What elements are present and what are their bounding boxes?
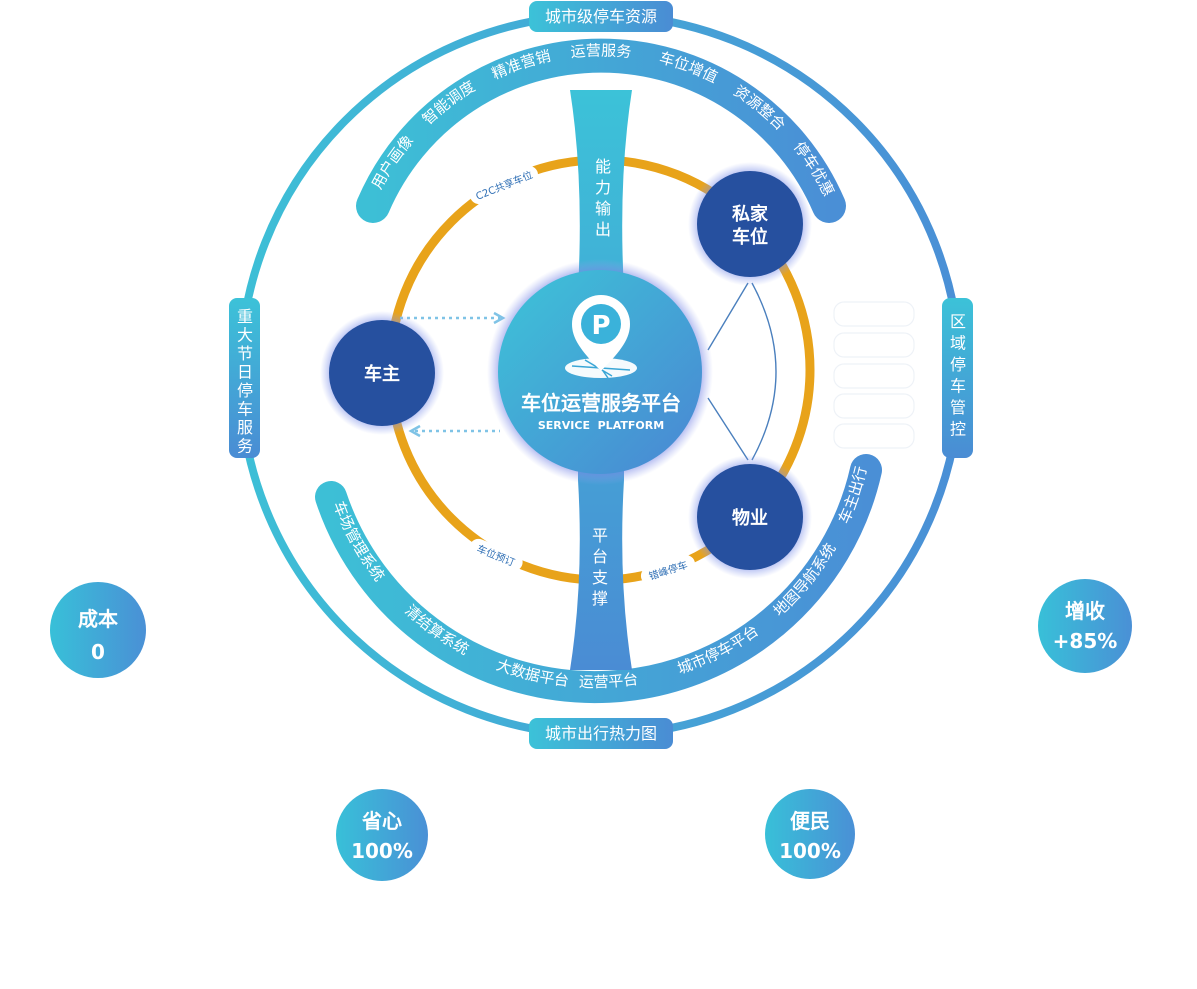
center-title: 车位运营服务平台 — [521, 391, 681, 415]
badge-left-char: 务 — [237, 437, 253, 456]
metric-revenue-value: +85% — [1053, 629, 1118, 653]
badge-left-char: 重 — [237, 307, 253, 326]
faint-placeholder-boxes — [833, 301, 915, 449]
svg-text:输: 输 — [595, 199, 611, 218]
badge-right-char: 停 — [950, 355, 966, 374]
node-private-spot: 私家 车位 — [688, 162, 812, 286]
svg-text:撑: 撑 — [592, 589, 608, 608]
connector-top-label: 能 力 输 出 — [595, 157, 611, 239]
bottom-arc-band — [315, 454, 882, 704]
tag-off-peak-bg — [640, 555, 696, 585]
center-platform: P 车位运营服务平台 SERVICE PLATFORM — [487, 259, 713, 485]
metric-revenue: 增收 +85% — [1038, 579, 1132, 673]
metric-convenience-value: 100% — [779, 839, 841, 863]
metric-revenue-name: 增收 — [1065, 599, 1105, 623]
badge-left-char: 停 — [237, 381, 253, 400]
badge-right-char: 控 — [950, 420, 966, 439]
node-owner: 车主 — [320, 311, 444, 435]
node-property: 物业 — [688, 455, 812, 579]
svg-text:支: 支 — [592, 568, 608, 587]
svg-text:出: 出 — [595, 220, 611, 239]
center-subtitle: SERVICE PLATFORM — [538, 419, 664, 432]
svg-text:力: 力 — [595, 178, 611, 197]
badge-right-char: 域 — [950, 334, 966, 353]
metric-cost: 成本 0 — [50, 582, 146, 678]
metric-convenience-name: 便民 — [790, 809, 830, 833]
parking-pin-icon: P — [565, 295, 637, 379]
badge-top: 城市级停车资源 — [529, 1, 673, 32]
svg-text:P: P — [591, 311, 610, 341]
badge-right-char: 区 — [950, 312, 966, 331]
node-private-spot-line1: 私家 — [732, 203, 769, 225]
badge-right-char: 管 — [950, 398, 966, 417]
tag-c2c-bg — [469, 165, 539, 205]
metric-worry-free-name: 省心 — [361, 809, 402, 833]
svg-text:台: 台 — [592, 547, 608, 566]
bottom-arc-center-label: 运营平台 — [579, 670, 640, 691]
badge-bottom: 城市出行热力图 — [529, 718, 673, 749]
badge-bottom-label: 城市出行热力图 — [545, 724, 657, 743]
badge-left-char: 大 — [237, 326, 253, 345]
node-owner-label: 车主 — [364, 363, 400, 385]
node-private-spot-line2: 车位 — [732, 226, 768, 248]
badge-right-char: 车 — [950, 377, 966, 396]
metric-worry-free: 省心 100% — [336, 789, 428, 881]
badge-left-char: 车 — [237, 400, 253, 419]
svg-text:能: 能 — [595, 157, 611, 176]
metric-worry-free-value: 100% — [351, 839, 413, 863]
svg-text:平: 平 — [592, 526, 608, 545]
connector-bottom-label: 平 台 支 撑 — [592, 526, 608, 608]
badge-left-char: 日 — [237, 363, 253, 382]
metric-cost-name: 成本 — [78, 607, 118, 631]
connection-lines — [707, 282, 777, 461]
metric-cost-value: 0 — [91, 640, 105, 664]
dotted-arrows — [400, 311, 506, 438]
node-property-label: 物业 — [732, 507, 768, 529]
badge-left-char: 节 — [237, 344, 253, 363]
top-arc-band — [356, 38, 846, 223]
badge-left-char: 服 — [237, 418, 253, 437]
metric-convenience: 便民 100% — [765, 789, 855, 879]
tag-booking-bg — [469, 538, 523, 572]
badge-top-label: 城市级停车资源 — [545, 7, 657, 26]
